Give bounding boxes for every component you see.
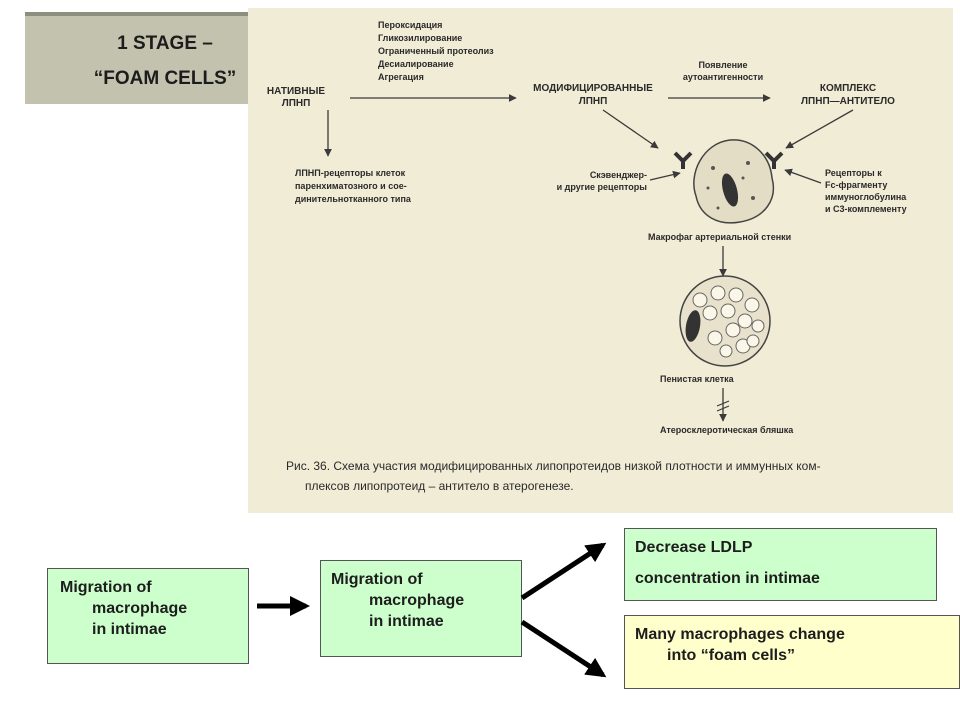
flow-box-2-text-line2: macrophage — [369, 592, 465, 609]
process-item-5: Агрегация — [378, 72, 424, 82]
scavenger-receptor-icon — [673, 151, 693, 169]
process-item-1: Пероксидация — [378, 20, 442, 30]
process-item-3: Ограниченный протеолиз — [378, 46, 494, 56]
macrophage-cell-icon — [693, 139, 775, 224]
ldl-receptors-label-1: ЛПНП-рецепторы клеток — [295, 168, 406, 178]
flow-box-foam-cells: Many macrophages change into “foam cells… — [624, 615, 960, 689]
flow-box-2-text-line1: Migration of — [331, 571, 423, 588]
fc-receptors-label-4: и С3-комплементу — [825, 204, 907, 214]
flow-box-1-text-line3: in intimae — [92, 621, 167, 638]
flow-box-4-text-line1: Many macrophages change — [635, 626, 845, 643]
fc-receptors-label-2: Fc-фрагменту — [825, 180, 887, 190]
figure-caption-line2: плексов липопротеид – антитело в атероге… — [305, 479, 574, 493]
figure-caption-line1: Рис. 36. Схема участия модифицированных … — [286, 459, 821, 473]
stage-title-line1: 1 STAGE – — [117, 33, 213, 54]
ldl-receptors-label-3: динительнотканного типа — [295, 194, 412, 204]
foam-cell-icon — [679, 275, 771, 367]
fc-receptors-label-1: Рецепторы к — [825, 168, 882, 178]
stage-title-line2: “FOAM CELLS” — [93, 68, 237, 89]
modified-ldl-label-1: МОДИФИЦИРОВАННЫЕ — [533, 83, 653, 94]
ldl-receptors-label-2: паренхиматозного и сое- — [295, 181, 407, 191]
autoantigen-label-1: Появление — [698, 60, 747, 70]
flow-box-1-text-line2: macrophage — [92, 600, 188, 617]
banner-top-edge — [25, 12, 260, 16]
modified-ldl-label-2: ЛПНП — [579, 96, 608, 107]
flow-box-migration-2: Migration of macrophage in intimae — [320, 560, 522, 657]
flow-box-decrease-ldlp: Decrease LDLP concentration in intimae — [624, 528, 937, 601]
autoantigen-label-2: аутоантигенности — [683, 72, 763, 82]
scavenger-label-2: и другие рецепторы — [557, 182, 648, 192]
arrow-box2-to-foam — [520, 619, 607, 678]
flow-box-3-text-line1: Decrease LDLP — [635, 539, 753, 556]
complex-label-1: КОМПЛЕКС — [820, 83, 876, 94]
title-banner — [25, 12, 260, 104]
macrophage-label: Макрофаг артериальной стенки — [648, 232, 791, 242]
flow-box-migration-1: Migration of macrophage in intimae — [47, 568, 249, 664]
arrow-box2-to-decrease — [520, 542, 607, 601]
arrow-scavenger-label — [649, 170, 681, 181]
flow-box-2-text-line3: in intimae — [369, 613, 444, 630]
flow-box-4-text-line2: into “foam cells” — [667, 647, 796, 664]
arrow-complex-to-fc — [785, 109, 854, 149]
figure-diagram: НАТИВНЫЕ ЛПНП Пероксидация Гликозилирова… — [267, 20, 907, 493]
break-mark-icon — [716, 400, 730, 412]
native-ldl-label-1: НАТИВНЫЕ — [267, 86, 325, 97]
foam-cell-label: Пенистая клетка — [660, 374, 735, 384]
arrow-fc-label — [784, 168, 822, 184]
fc-receptor-icon — [764, 151, 784, 169]
fc-receptors-label-3: иммуноглобулина — [825, 192, 907, 202]
scavenger-label-1: Скэвенджер- — [590, 170, 647, 180]
process-item-4: Десиалирование — [378, 59, 454, 69]
scanned-figure: НАТИВНЫЕ ЛПНП Пероксидация Гликозилирова… — [248, 8, 953, 513]
native-ldl-label-2: ЛПНП — [282, 98, 311, 109]
process-item-2: Гликозилирование — [378, 33, 462, 43]
flow-box-3-text-line2: concentration in intimae — [635, 570, 820, 587]
arrow-modified-to-scavenger — [602, 109, 659, 149]
flow-box-1-text-line1: Migration of — [60, 579, 152, 596]
plaque-label: Атеросклеротическая бляшка — [660, 425, 794, 435]
complex-label-2: ЛПНП—АНТИТЕЛО — [801, 96, 895, 107]
